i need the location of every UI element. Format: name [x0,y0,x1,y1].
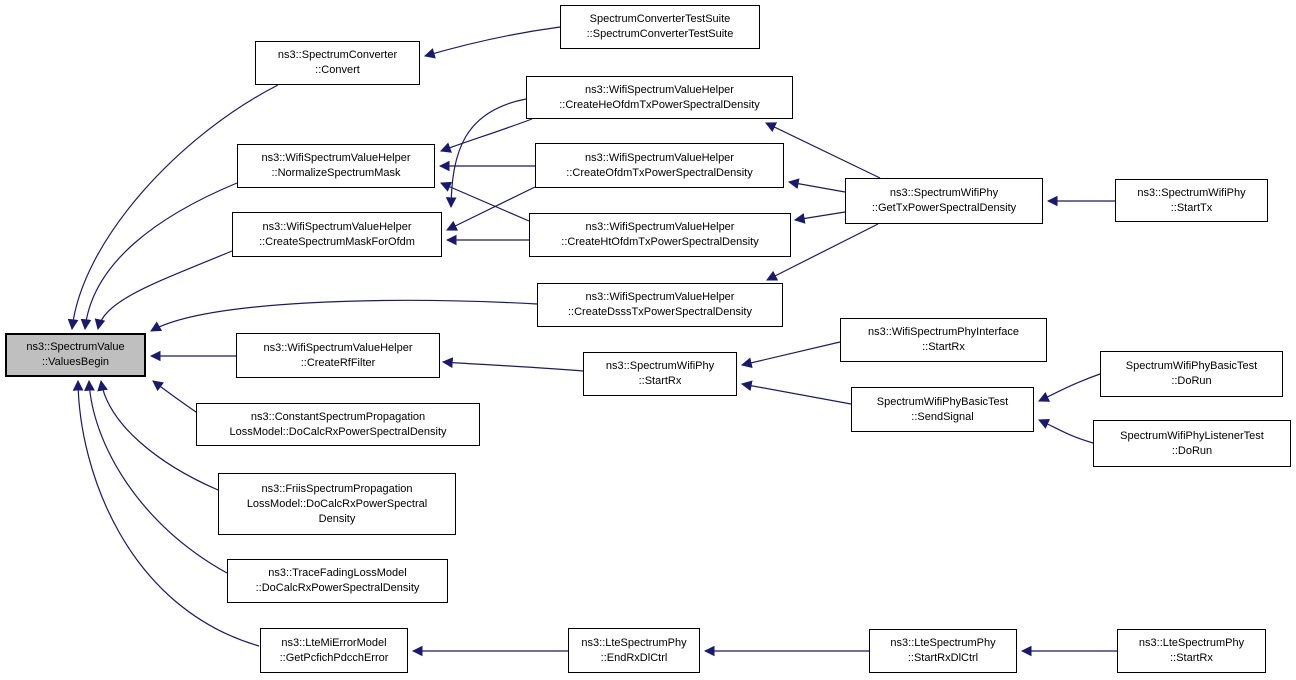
edge-constant-loss-to-values-begin [152,380,197,413]
node-trace-fading-loss-docalc[interactable]: ns3::TraceFadingLossModel ::DoCalcRxPowe… [227,559,448,603]
node-create-dsss-tx-psd[interactable]: ns3::WifiSpectrumValueHelper ::CreateDss… [537,283,783,327]
edge-get-tx-psd-to-ht-ofdm [793,211,846,224]
edge-normalize-mask-to-values-begin [80,182,238,331]
edge-convert-to-values-begin [67,84,279,331]
node-basictest-sendsignal[interactable]: SpectrumWifiPhyBasicTest ::SendSignal [851,387,1034,432]
node-spectrumconvertertestsuite[interactable]: SpectrumConverterTestSuite ::SpectrumCon… [560,5,760,49]
edge-lte-mi-error-to-values-begin [72,379,260,647]
node-spectrumvalue-valuesbegin: ns3::SpectrumValue ::ValuesBegin [5,333,146,377]
edge-phy-iface-to-wifi-start-rx [740,341,841,369]
node-lte-startrxdlctrl[interactable]: ns3::LteSpectrumPhy ::StartRxDlCtrl [869,629,1017,673]
edge-create-dsss-to-values-begin [150,299,538,332]
edge-get-tx-psd-to-he-ofdm [765,122,881,179]
node-constant-spectrum-loss-docalc[interactable]: ns3::ConstantSpectrumPropagation LossMod… [196,403,480,446]
node-normalize-spectrum-mask[interactable]: ns3::WifiSpectrumValueHelper ::Normalize… [237,144,435,188]
edge-get-tx-psd-to-dsss [766,223,879,281]
node-spectrumconverter-convert[interactable]: ns3::SpectrumConverter ::Convert [255,41,420,85]
node-create-ht-ofdm-tx-psd[interactable]: ns3::WifiSpectrumValueHelper ::CreateHtO… [529,213,791,257]
edge-get-tx-psd-to-ofdm [787,178,846,193]
node-wifispectrumphyinterface-startrx[interactable]: ns3::WifiSpectrumPhyInterface ::StartRx [840,318,1047,362]
node-get-tx-power-spectral-density[interactable]: ns3::SpectrumWifiPhy ::GetTxPowerSpectra… [845,178,1043,224]
node-create-he-ofdm-tx-psd[interactable]: ns3::WifiSpectrumValueHelper ::CreateHeO… [526,76,793,119]
edge-ofdm-to-create-mask-ofdm [446,186,536,231]
edge-send-signal-to-wifi-start-rx [740,380,852,405]
node-create-spectrum-mask-for-ofdm[interactable]: ns3::WifiSpectrumValueHelper ::CreateSpe… [232,212,442,257]
edge-ht-ofdm-to-normalize-mask [440,181,530,222]
edge-wifi-start-rx-to-rf-filter [441,357,584,372]
node-lte-startrx[interactable]: ns3::LteSpectrumPhy ::StartRx [1117,629,1266,673]
edge-trace-fading-to-values-begin [84,379,228,574]
node-listenertest-dorun[interactable]: SpectrumWifiPhyListenerTest ::DoRun [1093,420,1291,467]
edge-friis-loss-to-values-begin [97,379,219,491]
node-create-ofdm-tx-psd[interactable]: ns3::WifiSpectrumValueHelper ::CreateOfd… [535,143,784,188]
edge-test-suite-to-convert [423,26,561,59]
edge-he-ofdm-to-normalize-mask [439,118,533,153]
node-friis-spectrum-loss-docalc[interactable]: ns3::FriisSpectrumPropagation LossModel:… [218,473,456,535]
node-lte-mi-error-model[interactable]: ns3::LteMiErrorModel ::GetPcfichPdcchErr… [260,628,408,673]
node-create-rf-filter[interactable]: ns3::WifiSpectrumValueHelper ::CreateRfF… [236,333,440,378]
edge-he-ofdm-to-create-mask-ofdm [445,98,527,209]
edge-create-mask-ofdm-to-values-begin [94,250,233,331]
node-spectrumwifiphy-startrx[interactable]: ns3::SpectrumWifiPhy ::StartRx [583,352,737,396]
node-spectrumwifiphy-starttx[interactable]: ns3::SpectrumWifiPhy ::StartTx [1115,179,1268,222]
edge-basic-do-run-to-send-signal [1038,373,1101,402]
edge-listener-do-run-to-send-signal [1038,419,1094,444]
node-lte-endrxdlctrl[interactable]: ns3::LteSpectrumPhy ::EndRxDlCtrl [568,628,700,673]
node-basictest-dorun[interactable]: SpectrumWifiPhyBasicTest ::DoRun [1100,351,1283,397]
